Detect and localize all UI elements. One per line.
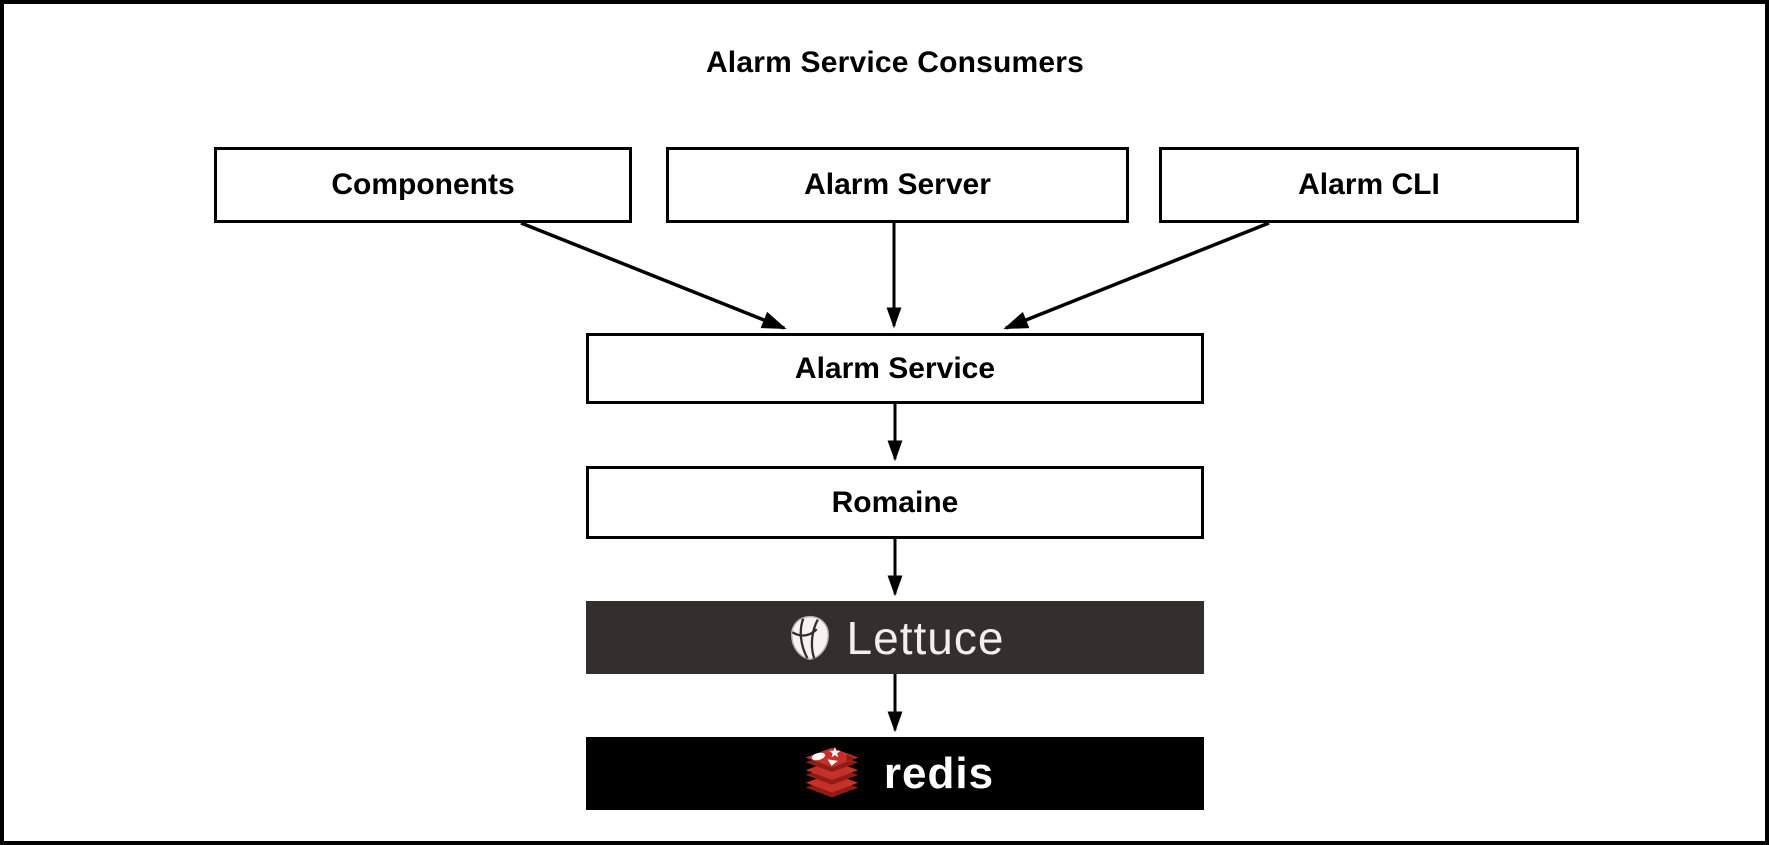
node-romaine: Romaine (586, 466, 1204, 539)
edge-alarm-cli-to-alarm-service (1003, 221, 1270, 330)
diagram-title: Alarm Service Consumers (705, 46, 1085, 79)
node-components: Components (214, 147, 632, 223)
node-alarm-server-label: Alarm Server (804, 168, 991, 201)
lettuce-logo: Lettuce (786, 614, 1005, 662)
lettuce-logo-text: Lettuce (846, 611, 1005, 664)
node-lettuce: Lettuce (586, 601, 1204, 674)
redis-logo: redis (796, 743, 994, 805)
node-romaine-label: Romaine (831, 485, 959, 519)
node-alarm-service-label: Alarm Service (794, 351, 996, 385)
redis-stack-icon (805, 746, 859, 797)
node-alarm-cli-label: Alarm CLI (1298, 168, 1440, 201)
edge-components-to-alarm-service (520, 221, 787, 330)
node-components-label: Components (331, 168, 515, 201)
edges-layer (520, 221, 1270, 733)
tulip-flower-icon (790, 615, 829, 660)
node-alarm-service: Alarm Service (586, 333, 1204, 404)
redis-logo-text: redis (883, 748, 995, 798)
node-alarm-cli: Alarm CLI (1159, 147, 1579, 223)
node-redis: redis (586, 737, 1204, 810)
node-alarm-server: Alarm Server (666, 147, 1129, 223)
